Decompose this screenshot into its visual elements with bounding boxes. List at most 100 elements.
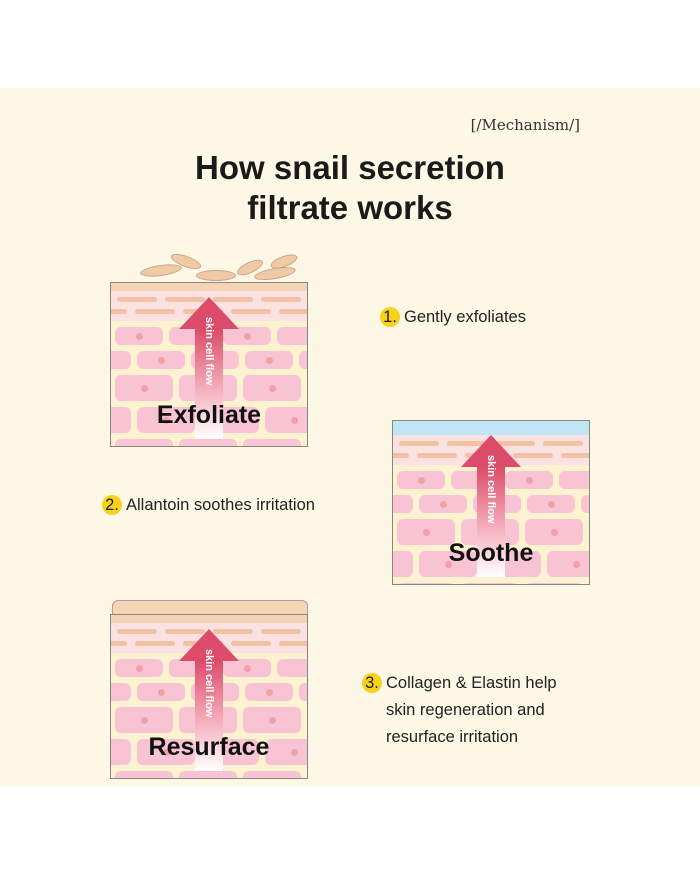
arrow-shaft <box>477 467 505 577</box>
skin-cell <box>397 583 455 584</box>
flat-cell <box>513 453 553 458</box>
step-text: resurface irritation <box>386 728 519 746</box>
arrow-shaft <box>195 661 223 771</box>
cell-nucleus <box>269 717 276 724</box>
arrow-head <box>179 297 239 329</box>
flat-cell <box>231 641 271 646</box>
flat-cell <box>117 297 157 302</box>
arrow-head <box>179 629 239 661</box>
surface-layer <box>111 283 307 291</box>
cell-nucleus <box>141 385 148 392</box>
step-2: 2.Allantoin soothes irritation <box>102 492 315 519</box>
skin-cell <box>461 583 519 584</box>
step-text: Allantoin soothes irritation <box>126 496 315 514</box>
cell-nucleus <box>551 529 558 536</box>
skin-cell <box>137 683 185 701</box>
skin-cell <box>115 327 163 345</box>
skin-cell <box>137 407 195 433</box>
skin-cell <box>223 659 271 677</box>
panel-label: Resurface <box>148 733 270 761</box>
skin-cell-flow-arrow-icon: skin cell flow <box>461 435 521 584</box>
skin-cell <box>277 327 307 345</box>
step-1: 1.Gently exfoliates <box>380 304 526 331</box>
flat-cell <box>279 641 307 646</box>
skin-cell <box>245 683 293 701</box>
skin-cell <box>307 771 308 779</box>
skin-cell <box>115 771 173 778</box>
arrow-head <box>461 435 521 467</box>
flat-cell <box>135 641 175 646</box>
skin-cell <box>397 471 445 489</box>
cell-nucleus <box>141 717 148 724</box>
arrow-text: skin cell flow <box>485 455 497 524</box>
surface-layer <box>111 615 307 623</box>
skin-cell <box>307 375 308 401</box>
flat-cell <box>111 309 127 314</box>
skin-cell <box>223 327 271 345</box>
panel-label: Soothe <box>448 539 534 567</box>
skin-cell <box>137 739 195 765</box>
skin-cell <box>243 707 301 733</box>
flat-cell <box>111 641 127 646</box>
skin-cell <box>265 739 307 765</box>
flat-cell <box>231 309 271 314</box>
skin-cell <box>111 739 131 765</box>
skin-cell <box>243 439 301 446</box>
cell-nucleus <box>440 501 447 508</box>
cell-nucleus <box>158 689 165 696</box>
cell-nucleus <box>269 385 276 392</box>
skin-cell <box>179 771 237 778</box>
skin-cell <box>179 439 237 446</box>
flat-cell <box>261 297 301 302</box>
flat-cell <box>279 309 307 314</box>
arrow-text: skin cell flow <box>203 317 215 386</box>
cell-nucleus <box>163 417 170 424</box>
cell-nucleus <box>573 561 580 568</box>
cell-nucleus <box>136 665 143 672</box>
cell-nucleus <box>548 501 555 508</box>
flat-cell <box>417 453 457 458</box>
cell-nucleus <box>526 477 533 484</box>
step-3: 3.Collagen & Elastin help skin regenerat… <box>362 670 557 751</box>
skin-cell <box>115 375 173 401</box>
skin-cell <box>115 707 173 733</box>
skin-cell <box>419 551 477 577</box>
step-text: Gently exfoliates <box>404 308 526 326</box>
cell-nucleus <box>445 561 452 568</box>
skin-cell <box>277 659 307 677</box>
section-tag: [/Mechanism/] <box>470 116 580 134</box>
flake <box>196 270 236 281</box>
skin-cell <box>547 551 589 577</box>
skin-cell <box>419 495 467 513</box>
flat-cell <box>399 441 439 446</box>
skin-cell <box>589 519 590 545</box>
title-line: How snail secretion <box>195 149 505 186</box>
step-number-badge: 1. <box>380 307 400 327</box>
skin-cell <box>245 351 293 369</box>
step-number-badge: 3. <box>362 673 382 693</box>
moisture-layer <box>393 421 589 435</box>
skin-cell <box>397 519 455 545</box>
cell-nucleus <box>136 333 143 340</box>
flat-cell <box>393 453 409 458</box>
skin-cell <box>393 495 413 513</box>
skin-cell <box>299 683 307 701</box>
arrow-shaft <box>195 329 223 439</box>
skin-cell-flow-arrow-icon: skin cell flow <box>179 297 239 446</box>
cell-nucleus <box>291 417 298 424</box>
arrow-text: skin cell flow <box>203 649 215 718</box>
cell-nucleus <box>423 529 430 536</box>
skin-cell <box>299 351 307 369</box>
flat-cell <box>135 309 175 314</box>
cell-nucleus <box>244 333 251 340</box>
skin-cell <box>137 351 185 369</box>
skin-cell <box>115 439 173 446</box>
skin-cell <box>581 495 589 513</box>
cell-nucleus <box>266 357 273 364</box>
cell-nucleus <box>244 665 251 672</box>
skin-cell-flow-arrow-icon: skin cell flow <box>179 629 239 778</box>
skin-cell <box>111 683 131 701</box>
